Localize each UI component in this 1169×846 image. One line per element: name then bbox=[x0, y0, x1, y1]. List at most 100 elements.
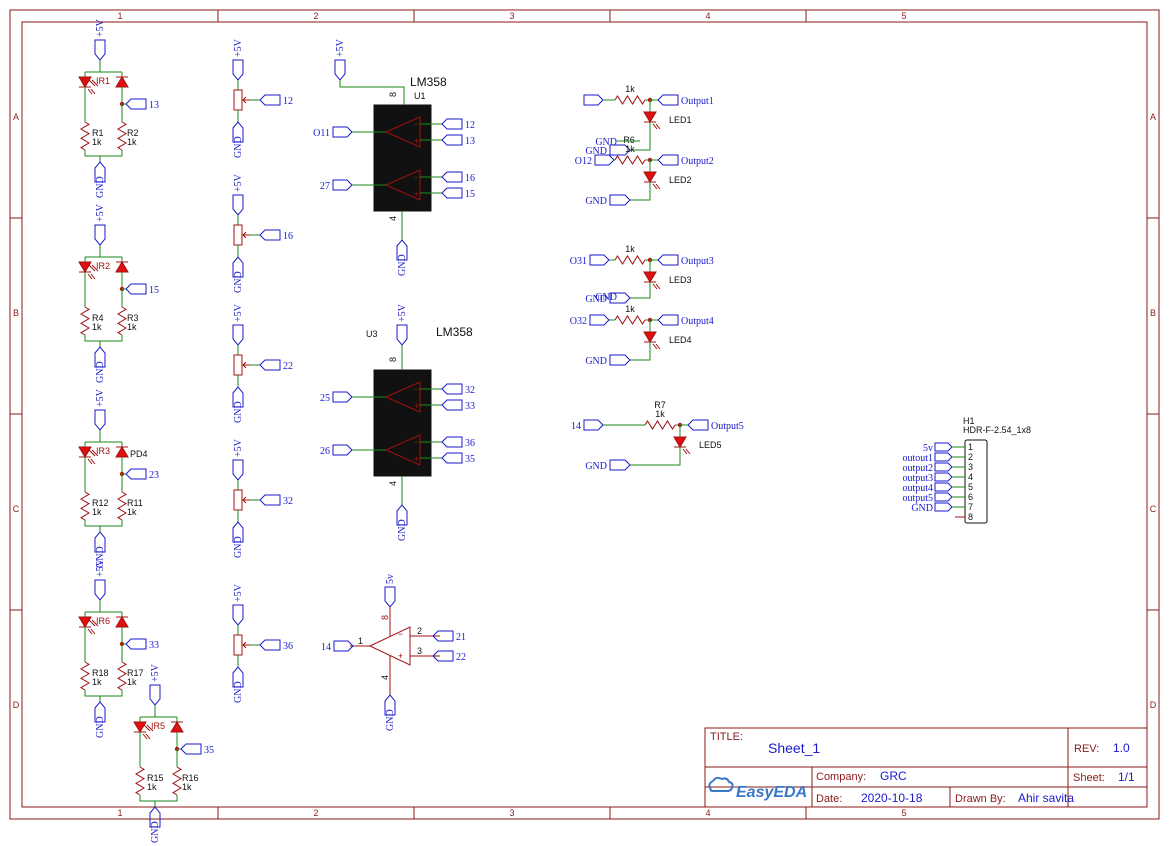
flag-shape bbox=[232, 194, 244, 216]
resistor-value: 1k bbox=[625, 84, 635, 94]
net-flag-shape bbox=[657, 94, 679, 106]
pot-output-flag: 12 bbox=[259, 94, 293, 107]
sensor-output-flag: 33 bbox=[125, 638, 159, 651]
net-label: 35 bbox=[204, 745, 214, 756]
net-label: 32 bbox=[283, 496, 293, 507]
power-label: GND bbox=[385, 709, 396, 731]
plus-sign: + bbox=[414, 189, 419, 199]
net-flag-shape bbox=[934, 482, 953, 492]
opamp-section: −+1231213O11−+76516152784LM358U1+5VGND−+… bbox=[313, 38, 475, 731]
ir-ref: IR6 bbox=[96, 616, 110, 626]
net-flag-shape bbox=[125, 638, 147, 650]
gnd-net-flag: GND bbox=[585, 292, 631, 305]
net-flag-shape bbox=[934, 452, 953, 462]
net-label: 32 bbox=[465, 385, 475, 396]
ir-sensor-column: +5VIR113R11kR21kGND+5VIR215R41kR31kGND+5… bbox=[78, 18, 214, 843]
power-label: +5V bbox=[95, 558, 106, 577]
power-label: +5V bbox=[150, 663, 161, 682]
row-marker-left: D bbox=[13, 700, 20, 710]
resistor-value: 1k bbox=[127, 322, 137, 332]
header-pin-number: 3 bbox=[968, 462, 973, 472]
flag-shape bbox=[94, 531, 106, 553]
net-flag-shape bbox=[583, 419, 604, 431]
opamp-input-flag: 36 bbox=[441, 436, 475, 449]
column-marker-top: 5 bbox=[901, 11, 906, 21]
sensor-output-flag: 23 bbox=[125, 468, 159, 481]
power-label: GND bbox=[150, 821, 161, 843]
net-label: 13 bbox=[149, 100, 159, 111]
pot-wiper bbox=[242, 641, 250, 649]
photodiode-ref: PD4 bbox=[130, 449, 148, 459]
pin-number: 6 bbox=[423, 432, 428, 442]
led-symbol bbox=[78, 261, 92, 273]
led-rays bbox=[142, 733, 151, 740]
power-flag: +5V bbox=[396, 303, 408, 346]
ir-rays bbox=[88, 79, 99, 87]
led-symbol bbox=[115, 446, 129, 458]
header-body bbox=[964, 439, 988, 524]
pot-wiper bbox=[242, 231, 250, 239]
opamp-input-flag: 32 bbox=[441, 383, 475, 396]
date-label: Date: bbox=[816, 793, 842, 805]
net-label: 12 bbox=[465, 120, 475, 131]
flag-shape bbox=[149, 684, 161, 706]
net-flag-shape bbox=[934, 502, 953, 512]
gnd-net-flag: GND bbox=[585, 194, 631, 207]
pot-wiper bbox=[242, 496, 250, 504]
pin-number: 5 bbox=[423, 183, 428, 193]
power-label: +5V bbox=[233, 38, 244, 57]
gnd-label: GND bbox=[595, 137, 617, 148]
net-flag-shape bbox=[657, 254, 679, 266]
ir-ref: IR1 bbox=[96, 76, 110, 86]
gnd-label: GND bbox=[585, 461, 607, 472]
net-flag-shape bbox=[609, 292, 631, 304]
net-label: 22 bbox=[456, 652, 466, 663]
pin-number: 2 bbox=[423, 114, 428, 124]
ir-rays bbox=[143, 724, 154, 732]
power-flag: +5V bbox=[94, 558, 106, 601]
net-label: 14 bbox=[321, 642, 331, 653]
flag-shape bbox=[232, 604, 244, 626]
net-flag-shape bbox=[687, 419, 709, 431]
opamp-input-flag: 13 bbox=[441, 134, 475, 147]
wire bbox=[139, 795, 178, 802]
power-label: GND bbox=[233, 681, 244, 703]
net-label: 23 bbox=[149, 470, 159, 481]
header-net-label: output2 bbox=[902, 463, 933, 474]
led-ref: LED3 bbox=[669, 275, 692, 285]
gnd-flag: GND bbox=[94, 531, 106, 568]
led-symbol bbox=[78, 76, 92, 88]
row-marker-right: A bbox=[1150, 112, 1156, 122]
led-symbol bbox=[643, 111, 657, 123]
minus-sign: − bbox=[414, 172, 419, 182]
drawn-by-value: Ahir savita bbox=[1018, 791, 1074, 805]
part-ref: U1 bbox=[414, 91, 426, 101]
gnd-net-flag: GND bbox=[585, 354, 631, 367]
column-marker-bottom: 3 bbox=[509, 808, 514, 818]
gnd-flag: GND bbox=[94, 701, 106, 738]
flag-shape bbox=[232, 121, 244, 143]
resistor-ref: R18 bbox=[92, 668, 109, 678]
flag-shape bbox=[232, 459, 244, 481]
led-symbol bbox=[643, 331, 657, 343]
flag-shape bbox=[232, 59, 244, 81]
flag-shape bbox=[94, 161, 106, 183]
resistor-ref: R11 bbox=[127, 498, 143, 508]
driver-input-flag: 14 bbox=[571, 419, 604, 432]
gnd-flag: GND bbox=[232, 521, 244, 558]
gnd-flag: GND bbox=[232, 256, 244, 293]
header-pin-number: 1 bbox=[968, 442, 973, 452]
resistor bbox=[80, 661, 90, 691]
net-flag-shape bbox=[332, 444, 353, 456]
pin-number: 2 bbox=[417, 626, 422, 636]
gnd-net-flag: GND bbox=[585, 144, 631, 157]
net-flag-shape bbox=[259, 639, 281, 651]
net-label: 16 bbox=[283, 231, 293, 242]
wire bbox=[339, 80, 405, 105]
